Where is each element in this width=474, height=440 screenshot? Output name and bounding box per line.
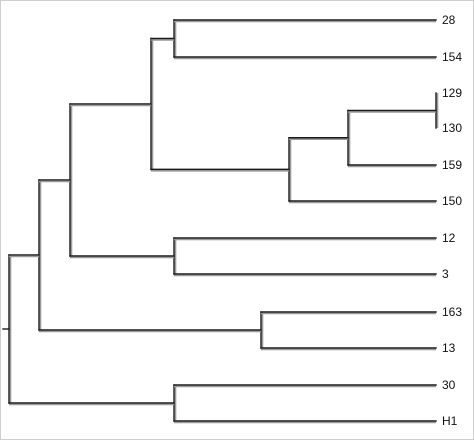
leaf-label-3: 3 — [442, 267, 449, 281]
leaf-label-12: 12 — [442, 231, 456, 245]
leaf-label-30: 30 — [442, 378, 456, 392]
leaf-labels: 28 154 129 130 159 150 12 3 163 13 30 H1 — [442, 13, 462, 428]
leaf-label-28: 28 — [442, 13, 456, 27]
leaf-label-130: 130 — [442, 121, 462, 135]
leaf-label-154: 154 — [442, 50, 462, 64]
leaf-label-H1: H1 — [442, 414, 458, 428]
leaf-label-129: 129 — [442, 86, 462, 100]
leaf-label-159: 159 — [442, 158, 462, 172]
leaf-label-13: 13 — [442, 341, 456, 355]
branches — [2, 19, 439, 424]
leaf-label-150: 150 — [442, 194, 462, 208]
leaf-label-163: 163 — [442, 305, 462, 319]
